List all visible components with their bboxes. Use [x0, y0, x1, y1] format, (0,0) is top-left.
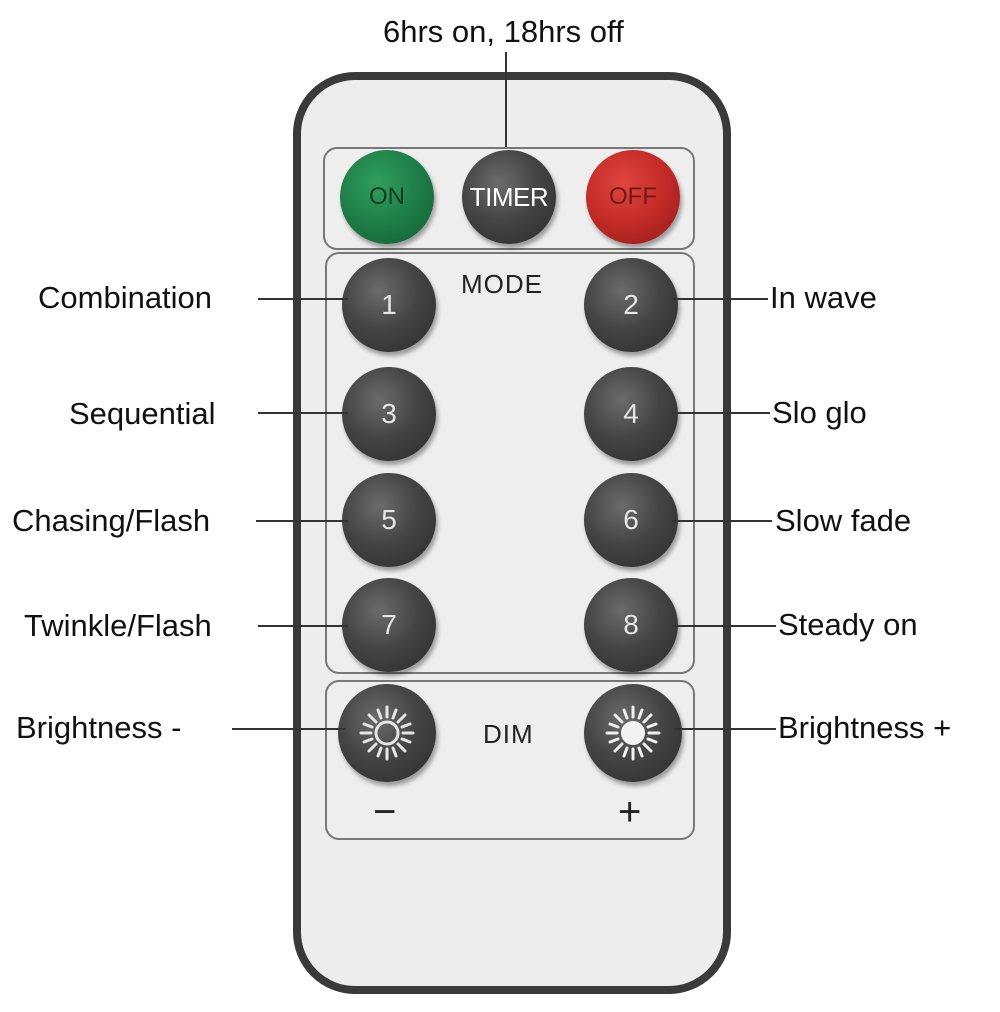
brightness-up-button[interactable]	[584, 684, 682, 782]
brightness-up-description: Brightness +	[778, 710, 952, 745]
mode-6-description: Slow fade	[775, 503, 912, 538]
on-button[interactable]: ON	[340, 150, 434, 244]
mode-button-8[interactable]: 8	[584, 578, 678, 672]
mode-2-pointer-line	[672, 298, 768, 300]
brightness-down-button[interactable]	[338, 684, 436, 782]
mode-8-description: Steady on	[778, 607, 918, 642]
mode-button-6[interactable]: 6	[584, 473, 678, 567]
mode-label: MODE	[461, 269, 543, 299]
mode-8-pointer-line	[672, 625, 776, 627]
sun-filled-icon	[605, 705, 661, 761]
brightness-down-description: Brightness -	[16, 710, 182, 745]
mode-3-pointer-line	[258, 412, 348, 414]
mode-1-pointer-line	[258, 298, 348, 300]
mode-5-description: Chasing/Flash	[12, 503, 211, 538]
mode-3-description: Sequential	[69, 396, 216, 431]
mode-button-3[interactable]: 3	[342, 367, 436, 461]
mode-7-pointer-line	[258, 625, 348, 627]
brightness-down-pointer-line	[232, 728, 346, 730]
mode-button-2[interactable]: 2	[584, 258, 678, 352]
mode-button-1[interactable]: 1	[342, 258, 436, 352]
mode-6-pointer-line	[672, 520, 772, 522]
timer-pointer-line	[505, 52, 507, 174]
mode-button-7[interactable]: 7	[342, 578, 436, 672]
timer-note: 6hrs on, 18hrs off	[383, 14, 624, 49]
mode-5-pointer-line	[256, 520, 348, 522]
mode-1-description: Combination	[38, 280, 213, 315]
mode-4-pointer-line	[672, 412, 770, 414]
brightness-up-pointer-line	[674, 728, 776, 730]
mode-4-description: Slo glo	[772, 395, 867, 430]
plus-sign: +	[618, 790, 642, 834]
mode-button-5[interactable]: 5	[342, 473, 436, 567]
mode-2-description: In wave	[770, 280, 877, 315]
off-button[interactable]: OFF	[586, 150, 680, 244]
mode-button-4[interactable]: 4	[584, 367, 678, 461]
minus-sign: −	[373, 790, 397, 834]
timer-button[interactable]: TIMER	[462, 150, 556, 244]
sun-outline-icon	[359, 705, 415, 761]
dim-label: DIM	[483, 719, 534, 749]
mode-7-description: Twinkle/Flash	[24, 608, 212, 643]
